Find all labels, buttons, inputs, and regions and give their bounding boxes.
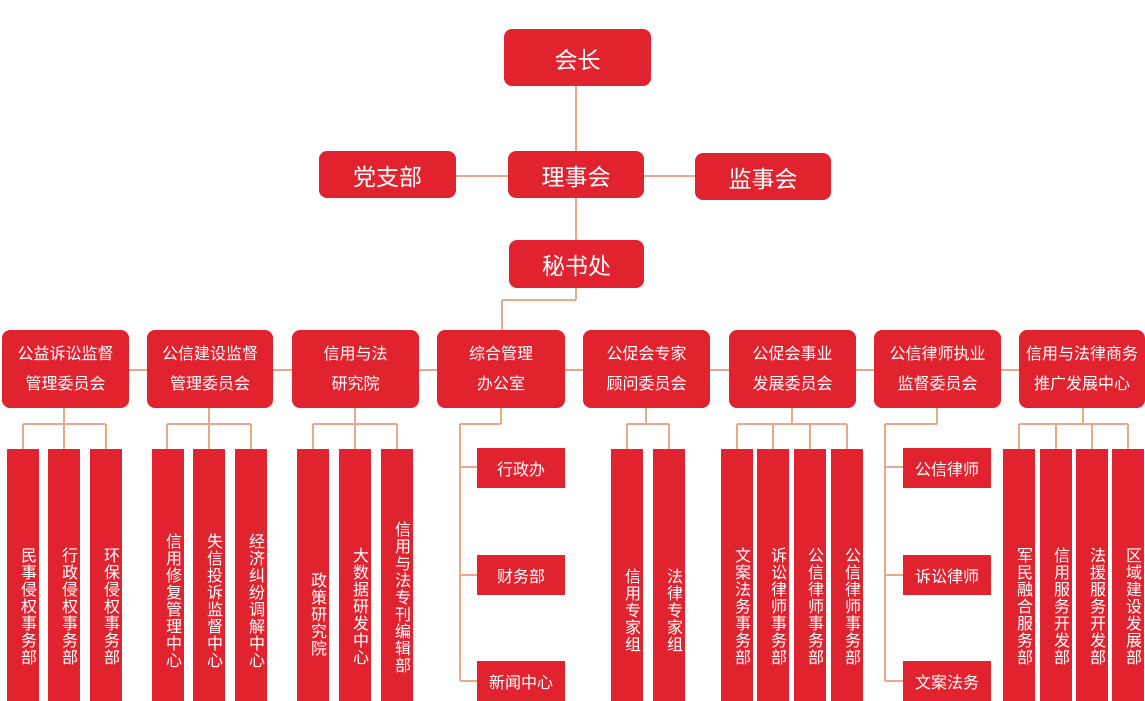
- president-box: 会长: [504, 29, 651, 86]
- lawyer-label: 公信律师: [914, 460, 979, 479]
- department-label: 信用专家组: [622, 567, 641, 653]
- department-label: 区域建设发展部: [1123, 546, 1142, 666]
- lawyer-box: 诉讼律师: [903, 555, 991, 595]
- department-box: 经济纠纷调解中心: [235, 449, 267, 701]
- department-label: 失信投诉监督中心: [204, 533, 223, 669]
- department-label: 公信律师事务部: [805, 546, 824, 666]
- lawyer-label: 文案法务: [914, 673, 979, 692]
- department-box: 环保侵权事务部: [90, 449, 122, 701]
- committee-line1: 信用与法律商务: [1025, 344, 1138, 363]
- party-branch-box: 党支部: [319, 151, 456, 198]
- committee-box: 公益诉讼监督 管理委员会: [2, 330, 129, 408]
- committee-line2: 顾问委员会: [606, 374, 687, 393]
- committee-line2: 推广发展中心: [1033, 374, 1130, 393]
- office-box: 行政办: [477, 448, 565, 488]
- department-label: 信用与法专刊编辑部: [392, 520, 411, 674]
- committee-line2: 发展委员会: [752, 374, 833, 393]
- department-label: 诉讼律师事务部: [768, 546, 787, 666]
- committee-line1: 公信律师执业: [889, 344, 986, 363]
- committee-line1: 公促会专家: [606, 344, 687, 363]
- department-label: 公信律师事务部: [842, 546, 861, 666]
- department-box: 信用专家组: [611, 449, 643, 701]
- committee-line1: 信用与法: [323, 344, 388, 363]
- secretariat-label: 秘书处: [542, 254, 611, 280]
- committee-line2: 研究院: [331, 374, 380, 393]
- party-branch-label: 党支部: [353, 164, 422, 191]
- department-box: 军民融合服务部: [1003, 449, 1035, 701]
- department-box: 民事侵权事务部: [7, 449, 39, 701]
- lawyer-box: 公信律师: [903, 448, 991, 488]
- office-label: 行政办: [496, 460, 545, 479]
- committee-line2: 监督委员会: [897, 374, 978, 393]
- lawyer-box: 文案法务: [903, 661, 991, 701]
- department-box: 诉讼律师事务部: [757, 449, 789, 701]
- committee-line1: 公信建设监督: [161, 344, 258, 363]
- secretariat-box: 秘书处: [509, 240, 644, 288]
- office-label: 新闻中心: [488, 673, 553, 692]
- supervisors-label: 监事会: [728, 166, 798, 193]
- department-box: 法援服务开发部: [1076, 449, 1108, 701]
- department-label: 民事侵权事务部: [18, 546, 37, 666]
- department-label: 信用修复管理中心: [163, 533, 182, 669]
- department-label: 法援服务开发部: [1087, 546, 1106, 666]
- lawyer-label: 诉讼律师: [914, 567, 979, 586]
- committee-line1: 综合管理: [468, 344, 533, 363]
- committee-box: 综合管理 办公室: [437, 330, 565, 408]
- department-box: 信用与法专刊编辑部: [381, 449, 413, 701]
- department-label: 环保侵权事务部: [101, 546, 120, 666]
- department-box: 公信律师事务部: [794, 449, 826, 701]
- office-box: 新闻中心: [477, 661, 565, 701]
- department-box: 行政侵权事务部: [48, 449, 80, 701]
- department-box: 区域建设发展部: [1112, 449, 1144, 701]
- department-box: 信用服务开发部: [1040, 449, 1072, 701]
- committee-line2: 办公室: [476, 374, 525, 393]
- committee-box: 信用与法律商务 推广发展中心: [1019, 330, 1145, 408]
- department-label: 军民融合服务部: [1014, 546, 1033, 666]
- department-box: 法律专家组: [653, 449, 685, 701]
- department-label: 政策研究院: [308, 571, 327, 657]
- department-box: 政策研究院: [297, 449, 329, 701]
- committee-box: 信用与法 研究院: [292, 330, 419, 408]
- committee-line1: 公促会事业: [752, 344, 833, 363]
- department-box: 大数据研发中心: [339, 449, 371, 701]
- department-label: 文案法务事务部: [732, 546, 751, 666]
- committee-box: 公信律师执业 监督委员会: [874, 330, 1001, 408]
- committee-box: 公信建设监督 管理委员会: [147, 330, 273, 408]
- department-label: 信用服务开发部: [1051, 546, 1070, 666]
- department-box: 公信律师事务部: [831, 449, 863, 701]
- committee-line2: 管理委员会: [169, 374, 250, 393]
- committee-box: 公促会事业 发展委员会: [729, 330, 856, 408]
- council-label: 理事会: [541, 164, 611, 191]
- department-label: 大数据研发中心: [350, 546, 369, 666]
- office-label: 财务部: [496, 567, 545, 586]
- president-label: 会长: [554, 47, 601, 74]
- committee-line1: 公益诉讼监督: [17, 344, 114, 363]
- department-box: 文案法务事务部: [721, 449, 753, 701]
- department-label: 经济纠纷调解中心: [246, 533, 265, 669]
- committee-line2: 管理委员会: [25, 374, 106, 393]
- committee-box: 公促会专家 顾问委员会: [583, 330, 710, 408]
- department-box: 失信投诉监督中心: [193, 449, 225, 701]
- department-label: 法律专家组: [664, 567, 683, 653]
- department-box: 信用修复管理中心: [152, 449, 184, 701]
- supervisors-box: 监事会: [695, 153, 831, 200]
- council-box: 理事会: [508, 151, 644, 198]
- office-box: 财务部: [477, 555, 565, 595]
- department-label: 行政侵权事务部: [59, 546, 78, 666]
